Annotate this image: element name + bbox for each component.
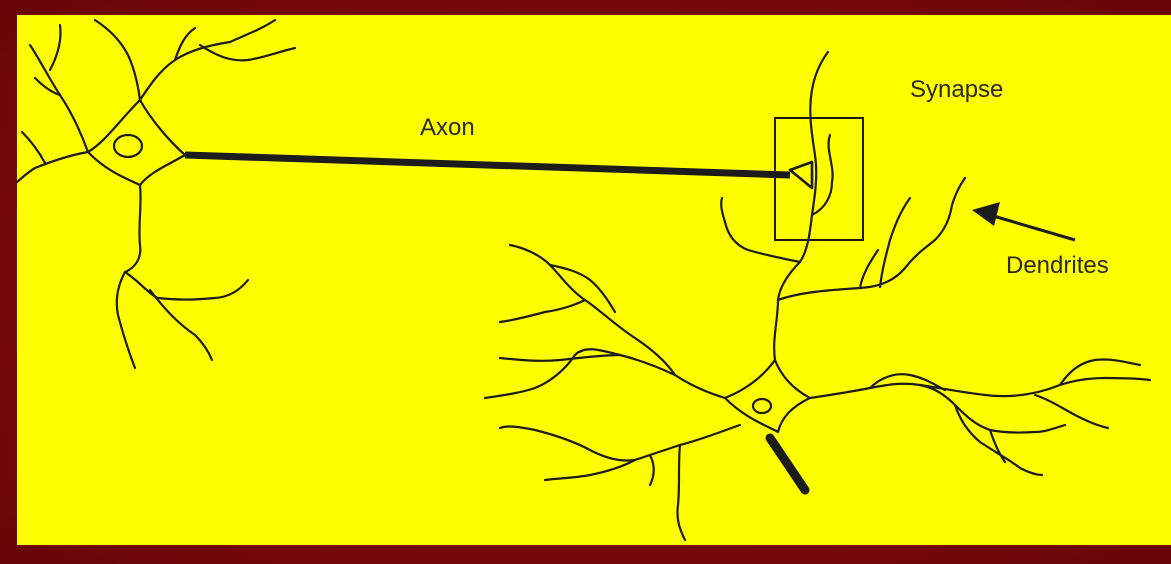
axon-label: Axon <box>420 114 475 141</box>
dendrites-label: Dendrites <box>1006 252 1109 279</box>
synapse-label: Synapse <box>910 76 1003 103</box>
diagram-panel: Axon Synapse Dendrites <box>17 15 1171 545</box>
neuron-diagram: Axon Synapse Dendrites <box>17 15 1171 545</box>
